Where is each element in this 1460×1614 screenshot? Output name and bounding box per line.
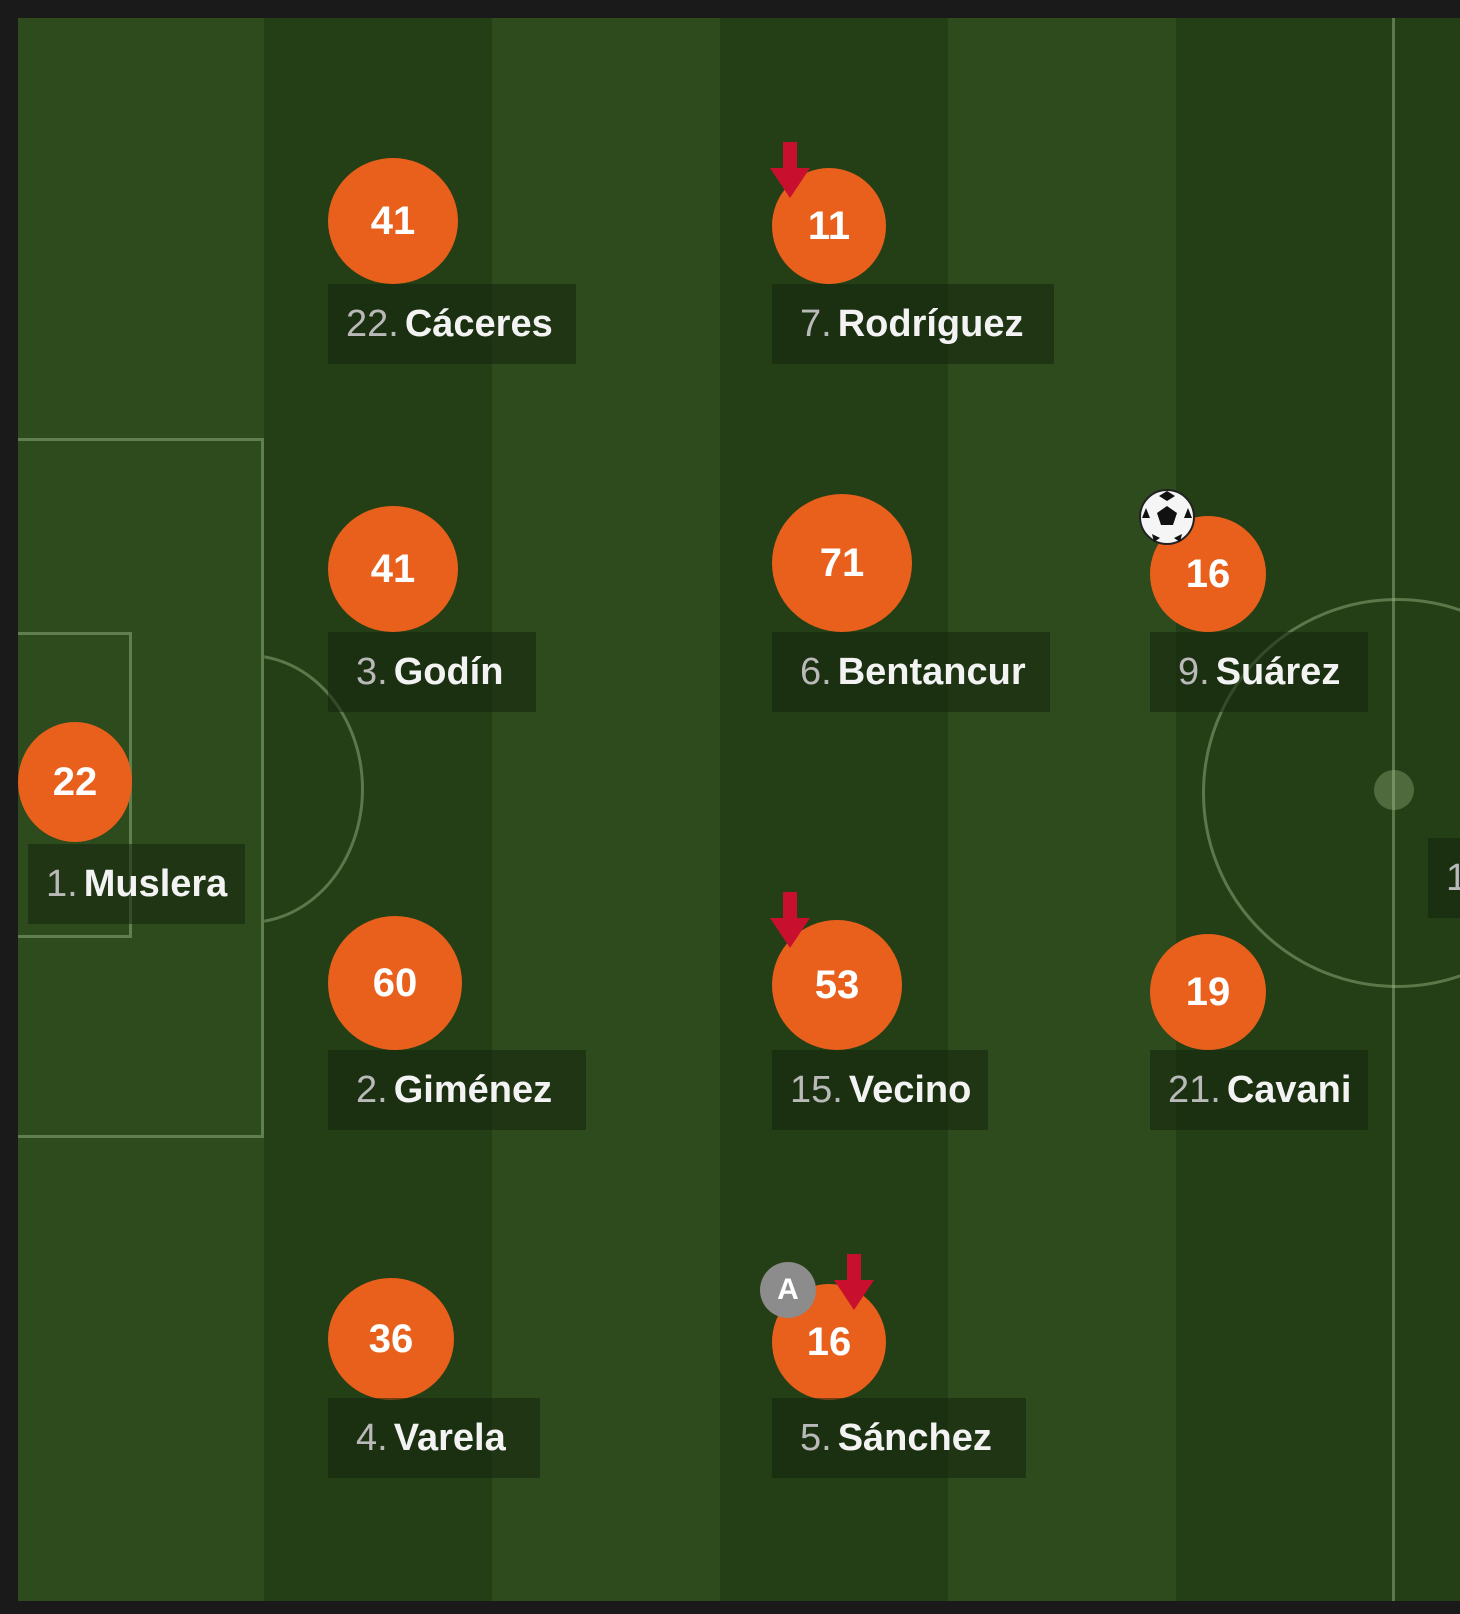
player-name: Cáceres: [404, 302, 553, 345]
shirt-number: 5.: [800, 1416, 832, 1459]
player-name: Muslera: [83, 862, 228, 905]
player-name-label: 22. Cáceres: [328, 284, 576, 364]
player-name: Giménez: [393, 1068, 553, 1111]
rating-badge: 19: [1150, 934, 1266, 1050]
player-name-label: 3. Godín: [328, 632, 536, 712]
shirt-number: 2.: [356, 1068, 388, 1111]
pitch-stripe: [492, 18, 720, 1601]
player-name: Sánchez: [837, 1416, 992, 1459]
player-name: Bentancur: [837, 650, 1026, 693]
player-name: Suárez: [1215, 650, 1341, 693]
player-name-label: 9. Suárez: [1150, 632, 1368, 712]
center-spot: [1374, 770, 1414, 810]
player-name-label-partial: 1: [1428, 838, 1460, 918]
rating-badge: 71: [772, 494, 912, 632]
rating-badge: 22: [18, 722, 132, 842]
shirt-number: 4.: [356, 1416, 388, 1459]
player-name: Cavani: [1226, 1068, 1352, 1111]
player-name-label: 7. Rodríguez: [772, 284, 1054, 364]
player-name-label: 15. Vecino: [772, 1050, 988, 1130]
substitution-out-arrow-icon: [770, 892, 810, 948]
pitch: 1 22 1. Muslera 41 22. Cáceres 41 3. God…: [18, 18, 1460, 1601]
shirt-number: 22.: [346, 302, 399, 345]
player-name: Godín: [393, 650, 504, 693]
player-name: Vecino: [848, 1068, 972, 1111]
shirt-number: 3.: [356, 650, 388, 693]
rating-badge: 36: [328, 1278, 454, 1400]
shirt-number: 21.: [1168, 1068, 1221, 1111]
penalty-area: [18, 438, 264, 1138]
substitution-out-arrow-icon: [834, 1254, 874, 1310]
shirt-number: 15.: [790, 1068, 843, 1111]
player-name-label: 1. Muslera: [28, 844, 246, 924]
shirt-number: 7.: [800, 302, 832, 345]
captain-badge-icon: A: [760, 1262, 816, 1318]
substitution-out-arrow-icon: [770, 142, 810, 198]
player-name: Varela: [393, 1416, 506, 1459]
rating-badge: 60: [328, 916, 462, 1050]
player-name-label: 2. Giménez: [328, 1050, 586, 1130]
player-name-label: 5. Sánchez: [772, 1398, 1026, 1478]
player-name-label: 4. Varela: [328, 1398, 540, 1478]
rating-badge: 41: [328, 506, 458, 632]
player-name-label: 21. Cavani: [1150, 1050, 1368, 1130]
shirt-number: 1.: [46, 862, 78, 905]
player-name: Rodríguez: [837, 302, 1024, 345]
rating-badge: 16: [1150, 516, 1266, 632]
goal-ball-icon: [1139, 489, 1195, 545]
shirt-number: 6.: [800, 650, 832, 693]
rating-badge: 41: [328, 158, 458, 284]
shirt-number: 9.: [1178, 650, 1210, 693]
pitch-stripe: [948, 18, 1176, 1601]
player-name-label: 6. Bentancur: [772, 632, 1050, 712]
